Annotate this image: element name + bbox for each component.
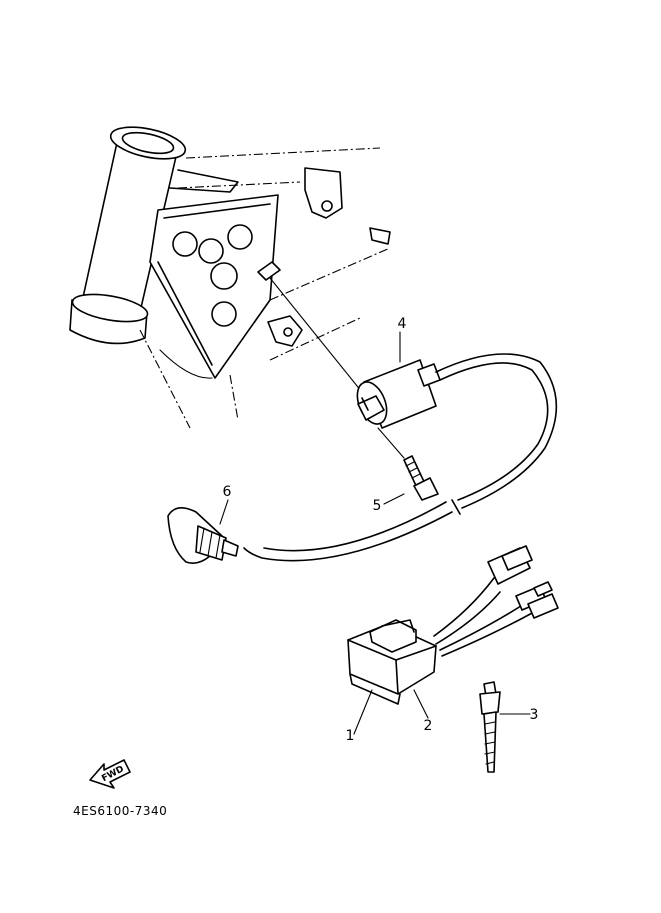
callout-5: 5 (373, 498, 382, 514)
callout-1: 1 (346, 728, 355, 744)
high-tension-lead (243, 353, 558, 562)
callout-6: 6 (223, 484, 232, 500)
cable-tie (479, 681, 501, 773)
spark-plug-cap (167, 507, 239, 564)
frame-assembly (69, 126, 391, 429)
callout-leaders (219, 331, 531, 735)
fwd-arrow: FWD (89, 759, 131, 789)
cdi-wire-harness (433, 545, 559, 657)
bolt (377, 427, 439, 501)
cdi-unit (347, 619, 437, 705)
part-code: 4ES6100-7340 (73, 804, 167, 818)
callout-2: 2 (424, 718, 433, 734)
callout-4: 4 (398, 316, 407, 332)
callout-3: 3 (530, 707, 539, 723)
ignition-coil (356, 359, 441, 429)
callout-labels: 4 5 6 1 2 3 (223, 316, 539, 744)
